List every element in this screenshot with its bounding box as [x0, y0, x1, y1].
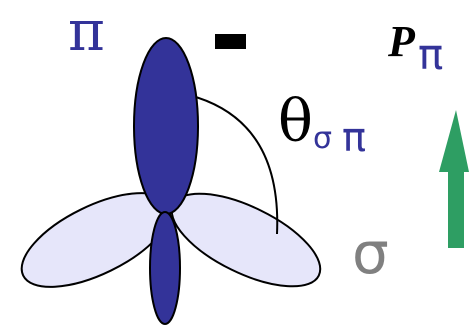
polarization-p-subscript: π	[418, 30, 444, 79]
pi-lobe-lower	[149, 211, 181, 325]
angle-theta-label: θ	[278, 87, 313, 155]
angle-theta-subscript-sigma: σ	[313, 121, 333, 156]
sigma-orbital-label: σ	[352, 219, 389, 287]
pi-orbital-label: π	[68, 0, 105, 64]
angle-theta-subscript-pi: π	[342, 115, 367, 161]
minus-sign-icon	[215, 34, 246, 49]
polarization-arrow-shaft	[448, 162, 464, 248]
polarization-p-label: P	[388, 17, 415, 66]
angle-arc	[188, 94, 279, 235]
polarization-arrowhead	[439, 110, 469, 172]
pi-lobe-upper	[133, 37, 199, 215]
